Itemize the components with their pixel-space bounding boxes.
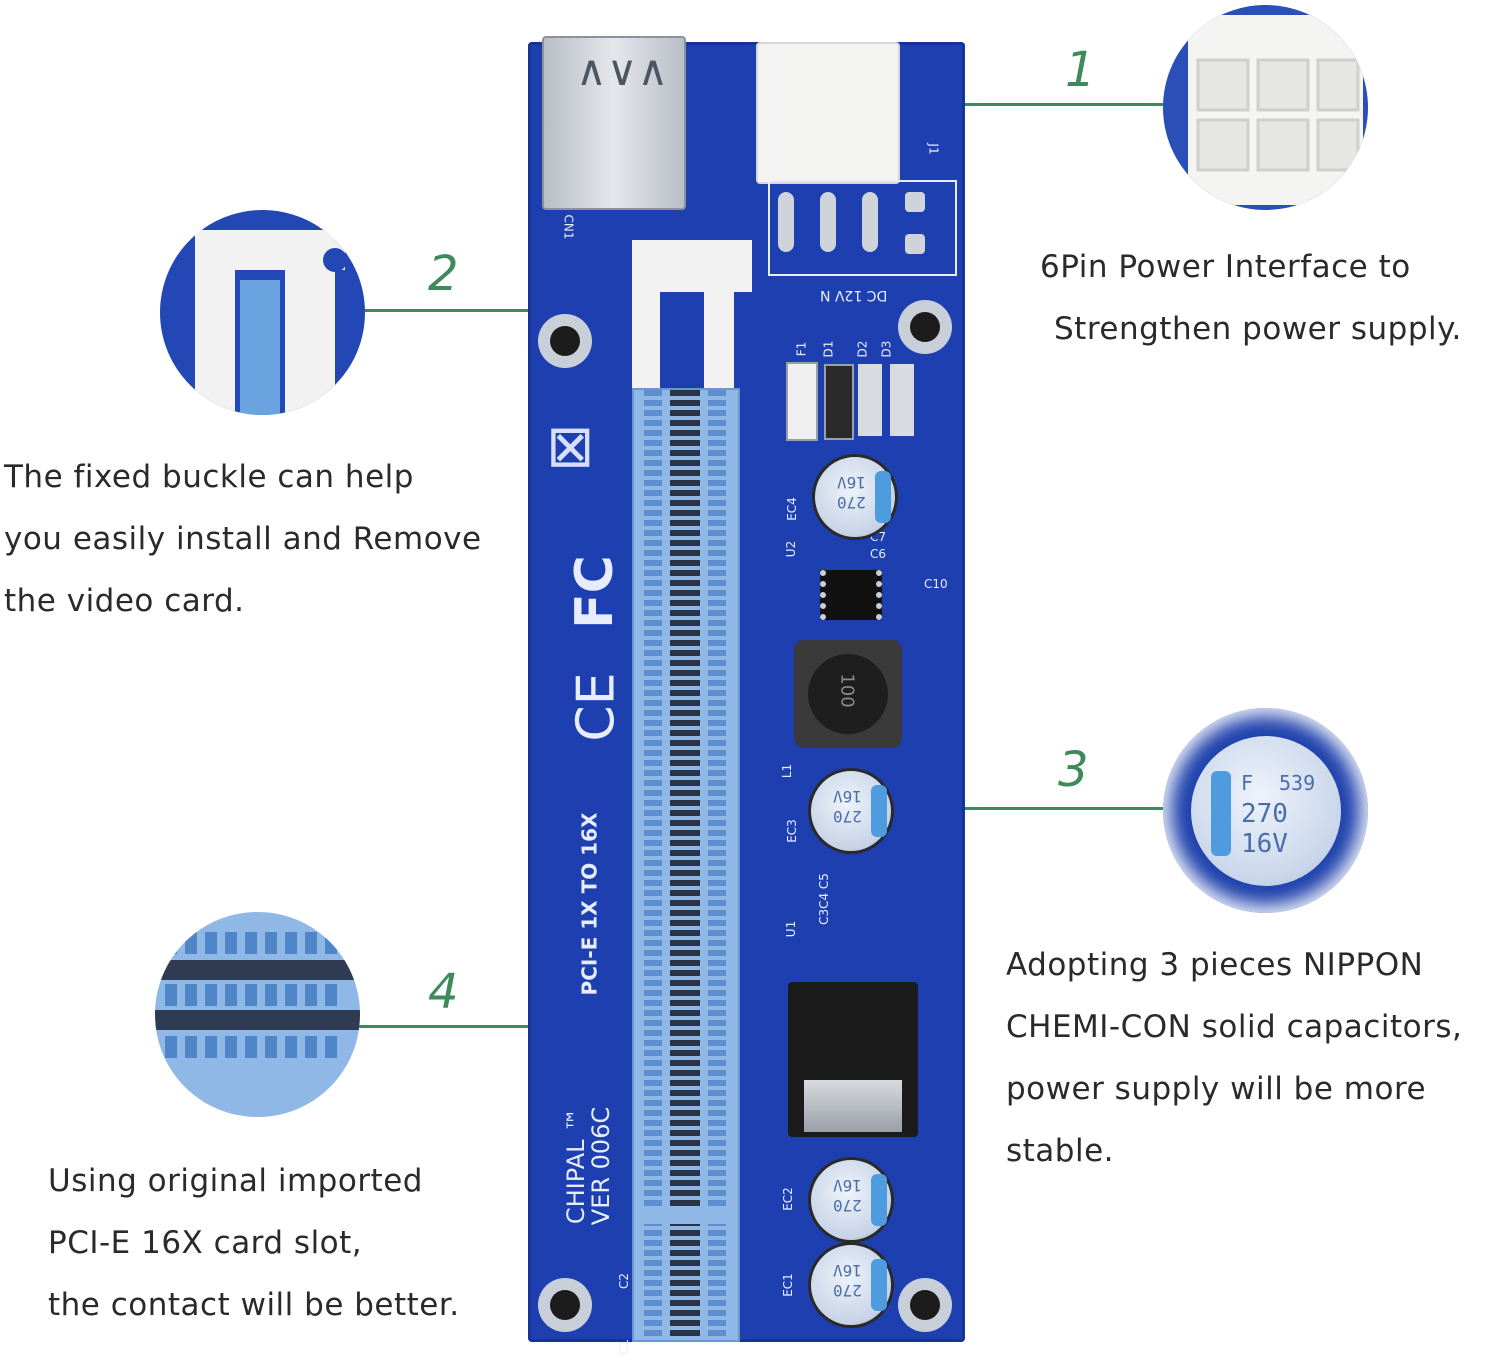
capacitor-icon: F 539 270 16V [1191, 736, 1341, 886]
callout-3-line-2: CHEMI-CON solid capacitors, [1006, 1009, 1463, 1045]
callout-line-4 [355, 1025, 632, 1028]
callout-1-line-2: Strengthen power supply. [1054, 311, 1462, 347]
power-connector [756, 42, 900, 184]
ce-mark: CE [566, 672, 627, 742]
zoom-6pin-connector [1163, 5, 1368, 210]
callout-1-line-1: 6Pin Power Interface to [1040, 249, 1411, 285]
callout-number-4: 4 [428, 964, 459, 1020]
c2-label: C2 [617, 1272, 632, 1290]
callout-3-line-1: Adopting 3 pieces NIPPON [1006, 947, 1424, 983]
c1-label: C1 [617, 1338, 632, 1356]
callout-2-line-1: The fixed buckle can help [4, 459, 414, 495]
fuse [786, 362, 818, 441]
zoom-capacitor: F 539 270 16V [1163, 708, 1368, 913]
zoom-cap-270: 270 [1241, 799, 1288, 829]
power-pins [768, 180, 957, 276]
mount-hole-top-left [538, 314, 592, 368]
callout-text-1: 6Pin Power Interface to Strengthen power… [1040, 236, 1462, 360]
callout-3-line-3: power supply will be more [1006, 1071, 1427, 1107]
c3c4c5-label: C3C4 C5 [816, 873, 831, 925]
d1-label: D1 [821, 340, 836, 358]
riser-board: ∧∨∧ CN1 DC 12V N J1 ⊠ FC CE PCI-E 1X TO … [528, 36, 965, 1355]
callout-text-2: The fixed buckle can help you easily ins… [4, 446, 482, 632]
ec3-label: EC3 [784, 819, 799, 843]
d3-label: D3 [879, 340, 894, 358]
inductor-l1: 100 [794, 640, 902, 748]
callout-number-3: 3 [1058, 742, 1089, 798]
callout-line-3 [880, 807, 1165, 810]
usb-port: ∧∨∧ [542, 36, 686, 210]
chip-u2 [820, 570, 882, 620]
callout-2-line-3: the video card. [4, 583, 245, 619]
diode-d1 [824, 364, 854, 440]
ec1-label: EC1 [780, 1273, 795, 1297]
6pin-connector-icon [1163, 5, 1368, 210]
callout-4-line-3: the contact will be better. [48, 1287, 460, 1323]
ec2-label: EC2 [780, 1187, 795, 1211]
diode-d3 [890, 364, 914, 436]
l1-label: L1 [780, 763, 795, 779]
mount-hole-bottom-left [538, 1278, 592, 1332]
regulator-u1 [788, 982, 918, 1137]
slot-label: PCI-E 1X TO 16X [577, 812, 602, 996]
version-label: VER 006C [587, 1106, 616, 1226]
fc-mark: FC [564, 555, 625, 629]
power-label: DC 12V N [820, 287, 888, 303]
zoom-cap-f: F [1241, 771, 1254, 795]
callout-text-4: Using original imported PCI-E 16X card s… [48, 1150, 460, 1336]
f1-label: F1 [794, 341, 809, 357]
d2-label: D2 [855, 340, 870, 358]
callout-text-3: Adopting 3 pieces NIPPON CHEMI-CON solid… [1006, 934, 1462, 1182]
brand-label: CHIPAL ™ [562, 1107, 591, 1225]
j1-label: J1 [926, 143, 941, 155]
zoom-card-slot [155, 912, 360, 1117]
callout-4-line-2: PCI-E 16X card slot, [48, 1225, 363, 1261]
ec4-label: EC4 [784, 497, 799, 521]
callout-line-2 [362, 309, 648, 312]
callout-3-line-4: stable. [1006, 1133, 1115, 1169]
mount-hole-bottom-right [898, 1278, 952, 1332]
pcie-16x-slot [632, 388, 740, 1342]
mount-hole-top-right [898, 300, 952, 354]
callout-2-line-2: you easily install and Remove [4, 521, 482, 557]
zoom-cap-16v: 16V [1241, 829, 1288, 859]
c6-label: C6 [870, 547, 887, 561]
u2-label: U2 [784, 540, 799, 558]
usb-label: CN1 [561, 214, 576, 240]
zoom-fixed-buckle [160, 210, 365, 415]
buckle-icon [160, 210, 365, 415]
u1-label: U1 [784, 920, 799, 938]
diode-d2 [858, 364, 882, 436]
callout-number-1: 1 [1065, 42, 1096, 98]
inductor-label: 100 [836, 673, 858, 708]
callout-4-line-1: Using original imported [48, 1163, 423, 1199]
fixed-buckle [632, 240, 752, 388]
callout-number-2: 2 [428, 246, 459, 302]
usb-logo-icon: ∧∨∧ [576, 46, 669, 95]
card-slot-icon [155, 912, 360, 1117]
recycle-bin-icon: ⊠ [546, 412, 595, 480]
callout-line-1 [888, 103, 1170, 106]
zoom-cap-539: 539 [1279, 771, 1316, 795]
c10-label: C10 [924, 577, 948, 591]
